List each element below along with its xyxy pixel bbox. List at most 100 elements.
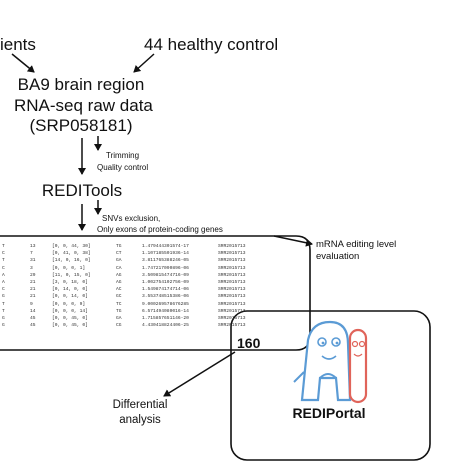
table-cell: [0, 0, 0, 14] bbox=[52, 308, 88, 314]
table-row: G 45 [0, 0, 45, 0] GA 1.715857651146-20 SRR20… bbox=[0, 315, 250, 322]
table-cell: SRR2015713 bbox=[218, 323, 246, 329]
rediportal-mascot-icon bbox=[293, 320, 368, 404]
table-cell: C bbox=[2, 287, 5, 293]
top-left-label: ients bbox=[0, 35, 36, 54]
table-cell: T bbox=[2, 301, 5, 307]
reditools-label: REDITools bbox=[41, 181, 123, 200]
table-cell: [3, 0, 18, 0] bbox=[52, 280, 88, 286]
table-cell: AG bbox=[116, 280, 122, 286]
table-cell: 21 bbox=[30, 287, 36, 293]
table-cell: AG bbox=[116, 272, 122, 278]
table-cell: 1.747217090896-06 bbox=[142, 265, 189, 271]
rediportal-frame bbox=[230, 310, 431, 461]
differential-analysis-line2: analysis bbox=[119, 414, 161, 426]
arrow-right-to-data bbox=[133, 53, 155, 73]
table-cell: 1.549874174714-06 bbox=[142, 287, 189, 293]
table-cell: [0, 14, 0, 0] bbox=[52, 287, 88, 293]
table-row: G 45 [0, 0, 45, 0] CG 4.430418824406-25 SRR20… bbox=[0, 322, 250, 329]
data-node-line1: BA9 brain region bbox=[17, 75, 145, 94]
table-cell: SRR2015713 bbox=[218, 280, 246, 286]
protein-coding-label: Only exons of protein-coding genes bbox=[97, 225, 223, 234]
table-row: C 7 [0, 41, 0, 38] CT 1.107185501936-14 SRR20… bbox=[0, 250, 250, 257]
table-cell: C bbox=[2, 265, 5, 271]
table-cell: 3.553748515386-06 bbox=[142, 294, 189, 300]
table-cell: SRR2015713 bbox=[218, 294, 246, 300]
table-cell: [0, 0, 14, 0] bbox=[52, 294, 88, 300]
table-cell: [0, 0, 45, 0] bbox=[52, 323, 88, 329]
table-cell: [0, 0, 0, 1] bbox=[52, 265, 86, 271]
table-cell: SRR2015713 bbox=[218, 301, 246, 307]
table-row: C 3 [0, 0, 0, 1] CA 1.747217090896-06 SRR2015… bbox=[0, 265, 250, 272]
table-cell: SRR2015713 bbox=[218, 251, 246, 257]
table-row: A 29 [11, 0, 15, 0] AG 3.509815474716-09 SRR2… bbox=[0, 272, 250, 279]
table-cell: SRR2015713 bbox=[218, 258, 246, 264]
table-cell: 3.509815474716-09 bbox=[142, 272, 189, 278]
table-cell: [0, 0, 44, 30] bbox=[52, 244, 91, 249]
table-cell: TG bbox=[116, 244, 122, 249]
quality-control-label: Quality control bbox=[97, 163, 149, 172]
mrna-editing-label-line1: mRNA editing level bbox=[316, 239, 397, 250]
table-cell: C bbox=[2, 251, 5, 257]
table-cell: AC bbox=[116, 287, 122, 293]
table-cell: G bbox=[2, 323, 5, 329]
table-cell: GC bbox=[116, 294, 122, 300]
table-cell: CA bbox=[116, 265, 122, 271]
snv-exclusion-label: SNVs exclusion, bbox=[102, 214, 161, 223]
table-cell: GA bbox=[116, 258, 122, 264]
table-row: G 21 [0, 0, 14, 0] GC 3.553748515386-06 SRR20… bbox=[0, 293, 250, 300]
table-cell: 45 bbox=[30, 323, 36, 329]
table-cell: G bbox=[2, 294, 5, 300]
table-cell: [11, 0, 15, 0] bbox=[52, 272, 91, 278]
table-cell: 1.479444301574-17 bbox=[142, 244, 189, 249]
table-cell: 45 bbox=[30, 316, 36, 322]
table-cell: SRR2015713 bbox=[218, 316, 246, 322]
table-row: T 31 [14, 0, 16, 0] GA 3.811765388246-05 SRR2… bbox=[0, 257, 250, 264]
table-cell: 13 bbox=[30, 244, 36, 249]
table-cell: SRR2015713 bbox=[218, 265, 246, 271]
arrow-left-to-data bbox=[11, 53, 35, 73]
mrna-editing-label-line2: evaluation bbox=[316, 251, 360, 262]
table-cell: CT bbox=[116, 251, 122, 257]
table-cell: 14 bbox=[30, 308, 36, 314]
table-cell: T bbox=[2, 258, 5, 264]
table-cell: 4.430418824406-25 bbox=[142, 323, 189, 329]
table-cell: 31 bbox=[30, 258, 36, 264]
table-cell: 21 bbox=[30, 280, 36, 286]
arrow-to-mrna-label bbox=[273, 235, 313, 247]
table-cell: SRR2015713 bbox=[218, 244, 246, 249]
table-cell: 7 bbox=[30, 251, 33, 257]
rediportal-label: REDIPortal bbox=[292, 405, 366, 421]
table-cell: 1.715857651146-20 bbox=[142, 316, 189, 322]
table-cell: SRR2015713 bbox=[218, 272, 246, 278]
table-cell: GA bbox=[116, 316, 122, 322]
table-cell: 1.107185501936-14 bbox=[142, 251, 189, 257]
table-cell: TC bbox=[116, 301, 122, 307]
table-row: T 13 [0, 0, 44, 30] TG 1.479444301574-17 SRR2… bbox=[0, 243, 250, 250]
table-cell: A bbox=[2, 280, 5, 286]
table-cell: 9.000269578676285 bbox=[142, 301, 189, 307]
table-cell: [14, 0, 16, 0] bbox=[52, 258, 91, 264]
table-cell: G bbox=[2, 316, 5, 322]
table-cell: T bbox=[2, 244, 5, 249]
table-cell: [0, 0, 45, 0] bbox=[52, 316, 88, 322]
table-cell: SRR2015713 bbox=[218, 308, 246, 314]
table-cell: 3.811765388246-05 bbox=[142, 258, 189, 264]
table-cell: [0, 41, 0, 38] bbox=[52, 251, 91, 257]
table-cell: [0, 0, 0, 9] bbox=[52, 301, 86, 307]
table-frame bbox=[0, 235, 311, 351]
top-right-label: 44 healthy control bbox=[144, 35, 279, 54]
table-cell: 29 bbox=[30, 272, 36, 278]
table-cell: CG bbox=[116, 323, 122, 329]
trimming-label: Trimming bbox=[106, 151, 140, 160]
data-node-line3: (SRP058181) bbox=[29, 116, 133, 135]
differential-analysis-line1: Differential bbox=[112, 399, 168, 411]
table-cell: 3 bbox=[30, 265, 33, 271]
table-cell: 21 bbox=[30, 294, 36, 300]
table-cell: A bbox=[2, 272, 5, 278]
table-cell: T bbox=[2, 308, 5, 314]
